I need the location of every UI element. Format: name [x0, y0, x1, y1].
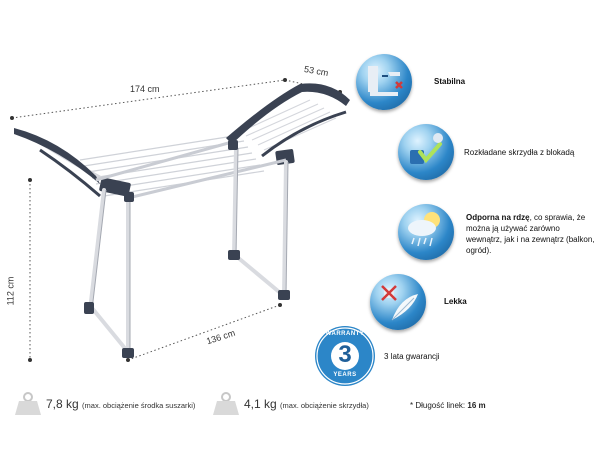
weight-wing-value: 4,1 kg — [244, 397, 277, 411]
stability-icon — [356, 54, 412, 110]
feature-label-warranty: 3 lata gwarancji — [384, 352, 440, 361]
feather-light-icon — [370, 274, 426, 330]
lines-length-value: 16 m — [467, 401, 486, 410]
feature-label-stability: Stabilna — [434, 77, 466, 86]
warranty-bottom-text: YEARS — [333, 372, 357, 378]
drying-rack-illustration — [10, 78, 350, 362]
feature-label-rust-resistant: Odporna na rdzę, co sprawia, że można ją… — [466, 213, 595, 255]
feature-label-lock-wings: Rozkładane skrzydła z blokadą — [464, 148, 575, 157]
dimension-lines — [11, 79, 341, 361]
weight-center-note: (max. obciążenie środka suszarki) — [82, 401, 196, 410]
weight-center-value: 7,8 kg — [46, 397, 79, 411]
dimension-length: 174 cm — [130, 84, 160, 94]
weight-wing-note: (max. obciążenie skrzydła) — [280, 401, 369, 410]
warranty-badge-icon: WARRANTY 3 YEARS — [314, 325, 376, 387]
dimension-height: 112 cm — [5, 276, 16, 306]
warranty-number: 3 — [338, 341, 352, 368]
weight-icon — [213, 392, 239, 415]
rust-resistant-icon — [398, 204, 454, 260]
lock-wings-icon — [398, 124, 454, 180]
weight-wing: 4,1 kg (max. obciążenie skrzydła) — [244, 397, 369, 411]
weight-icon — [15, 392, 41, 415]
weight-center: 7,8 kg (max. obciążenie środka suszarki) — [46, 397, 195, 411]
lines-length-note: * Długość linek: 16 m — [410, 401, 486, 410]
feature-label-light: Lekka — [444, 297, 467, 306]
warranty-top-text: WARRANTY — [325, 331, 365, 337]
lines-length-label: * Długość linek: — [410, 401, 466, 410]
